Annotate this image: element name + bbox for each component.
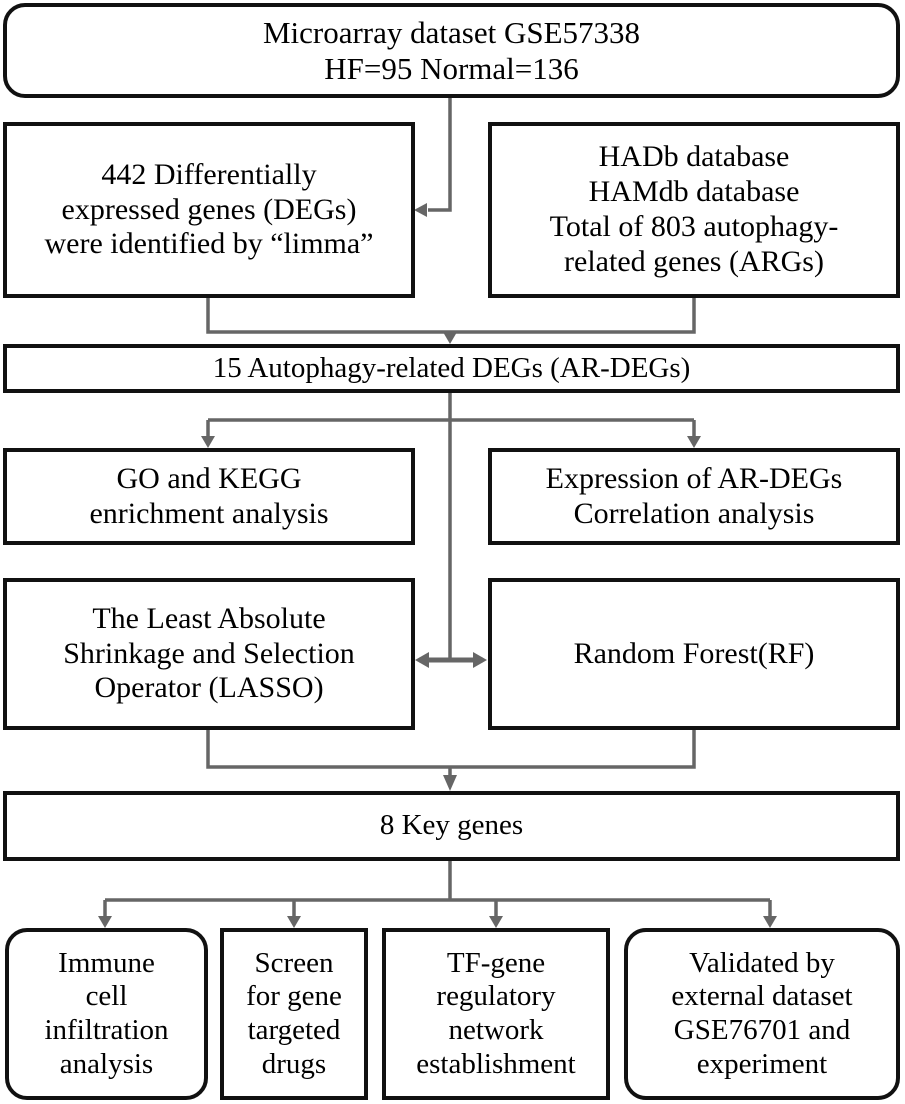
node-autophagy-related-degs: 15 Autophagy-related DEGs (AR-DEGs) bbox=[3, 344, 900, 393]
connector-dataset-to-degs bbox=[414, 98, 452, 217]
connector-merge-to-ardegs bbox=[206, 298, 696, 344]
node-lasso-label: The Least Absolute Shrinkage and Selecti… bbox=[63, 601, 355, 705]
node-autophagy-related-degs-label: 15 Autophagy-related DEGs (AR-DEGs) bbox=[212, 351, 691, 384]
node-immune-cell-infiltration-label: Immune cell infiltration analysis bbox=[44, 946, 169, 1080]
node-tf-gene-network: TF-gene regulatory network establishment bbox=[382, 928, 610, 1100]
node-expression-correlation-label: Expression of AR-DEGs Correlation analys… bbox=[545, 461, 843, 530]
node-go-kegg-enrichment: GO and KEGG enrichment analysis bbox=[3, 448, 415, 545]
node-arg-databases-label: HADb database HAMdb database Total of 80… bbox=[549, 140, 839, 278]
node-key-genes-label: 8 Key genes bbox=[379, 809, 524, 842]
node-key-genes: 8 Key genes bbox=[3, 791, 900, 861]
connector-lasso-rf-bidirectional bbox=[415, 652, 487, 668]
node-external-validation: Validated by external dataset GSE76701 a… bbox=[624, 928, 900, 1100]
connector-merge-to-keygenes bbox=[206, 730, 696, 791]
node-microarray-dataset-label: Microarray dataset GSE57338 HF=95 Normal… bbox=[262, 14, 641, 86]
node-go-kegg-enrichment-label: GO and KEGG enrichment analysis bbox=[89, 461, 329, 530]
node-differentially-expressed-genes-label: 442 Differentially expressed genes (DEGs… bbox=[44, 157, 374, 261]
node-microarray-dataset: Microarray dataset GSE57338 HF=95 Normal… bbox=[3, 3, 900, 98]
node-differentially-expressed-genes: 442 Differentially expressed genes (DEGs… bbox=[3, 122, 415, 298]
node-random-forest: Random Forest(RF) bbox=[488, 578, 900, 730]
node-screen-targeted-drugs: Screen for gene targeted drugs bbox=[220, 928, 368, 1100]
connector-ardegs-split bbox=[201, 393, 701, 448]
connector-keygenes-split bbox=[98, 861, 777, 928]
node-expression-correlation: Expression of AR-DEGs Correlation analys… bbox=[488, 448, 900, 545]
node-arg-databases: HADb database HAMdb database Total of 80… bbox=[488, 122, 900, 298]
node-external-validation-label: Validated by external dataset GSE76701 a… bbox=[671, 946, 853, 1080]
node-screen-targeted-drugs-label: Screen for gene targeted drugs bbox=[246, 946, 342, 1080]
node-tf-gene-network-label: TF-gene regulatory network establishment bbox=[416, 946, 576, 1080]
node-random-forest-label: Random Forest(RF) bbox=[573, 636, 815, 670]
node-immune-cell-infiltration: Immune cell infiltration analysis bbox=[5, 928, 208, 1100]
node-lasso: The Least Absolute Shrinkage and Selecti… bbox=[3, 578, 415, 730]
